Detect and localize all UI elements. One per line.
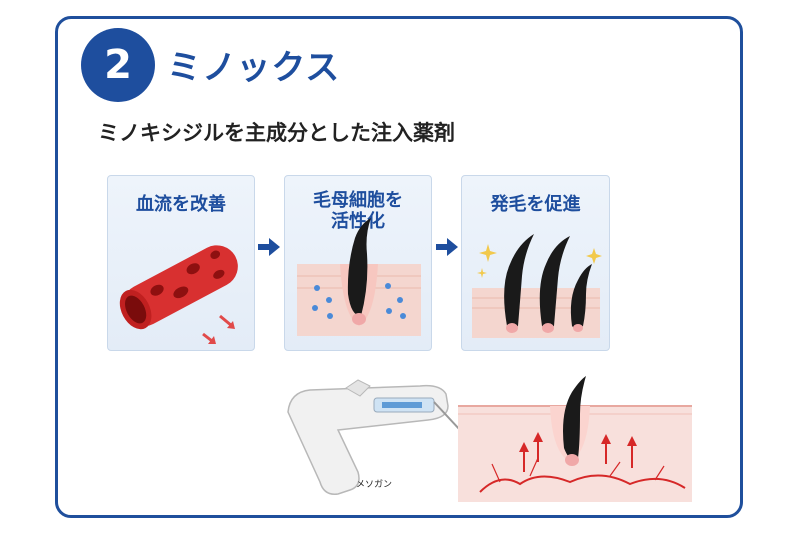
step-label-line1: 毛母細胞を	[313, 190, 403, 211]
blood-vessel-illustration	[119, 245, 238, 344]
hair-growth-illustration	[472, 234, 602, 338]
step-label: 発毛を促進	[490, 194, 581, 215]
arrow-right-icon	[258, 238, 280, 256]
step-label: 血流を改善	[136, 194, 226, 215]
hair-follicle-illustration	[297, 218, 421, 336]
scalp-section-icon	[458, 376, 692, 502]
step-card-follicle: 毛母細胞を 活性化	[284, 175, 432, 351]
section-subtitle: ミノキシジルを主成分とした注入薬剤	[98, 121, 455, 145]
step-label-line2: 活性化	[331, 211, 385, 232]
section-title: ミノックス	[167, 48, 341, 88]
arrow-right-icon	[436, 238, 458, 256]
meso-gun-scalp-illustration	[287, 376, 692, 502]
step-card-hair-growth: 発毛を促進	[461, 175, 610, 351]
step-number-badge: 2	[81, 28, 155, 102]
step-label: 毛母細胞を 活性化	[285, 190, 431, 232]
device-label: メソガン	[356, 480, 393, 490]
step-card-blood-flow: 血流を改善	[107, 175, 255, 351]
